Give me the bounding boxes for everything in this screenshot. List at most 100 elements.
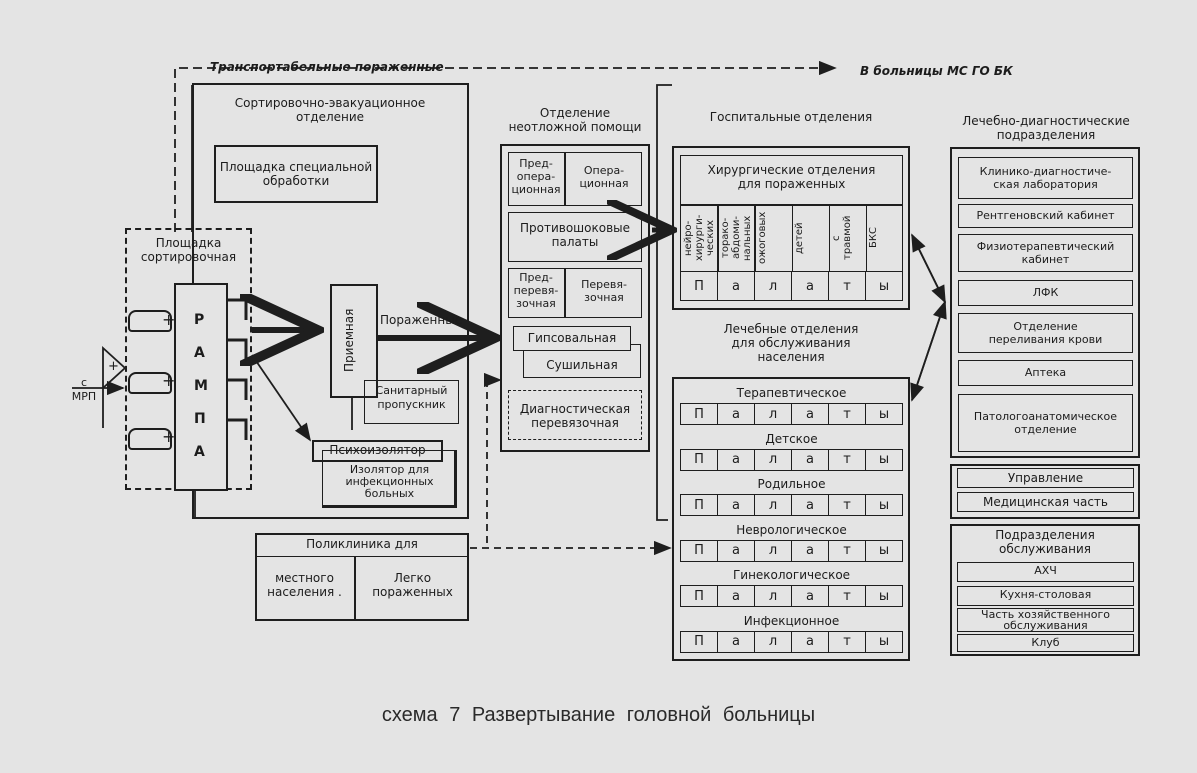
treatment-ward-letter: л: [755, 540, 792, 561]
injured-label: Пораженные: [380, 313, 463, 327]
treatment-dept-name: Детское: [765, 431, 818, 446]
service-item-label: Клуб: [1031, 636, 1060, 649]
dressing-divider: [564, 268, 566, 318]
diag-unit-box: Патологоанатомическое отделение: [958, 394, 1133, 452]
predressing-label: Пред- перевя- зочная: [513, 271, 559, 310]
diag-unit-label: Рентгеновский кабинет: [976, 209, 1115, 222]
admin-block: [950, 464, 1140, 519]
treatment-ward-letter: л: [755, 449, 792, 470]
treatment-ward-letter: т: [829, 586, 866, 606]
plus-icon: +: [162, 427, 176, 446]
treatment-ward-letter: ы: [878, 543, 890, 558]
diag-unit-box: Аптека: [958, 360, 1133, 386]
diagnostic-dressing: [508, 390, 642, 440]
treatment-ward-letter: т: [829, 631, 866, 652]
surgical-ward-letter: П: [681, 272, 718, 300]
treatment-ward-letter: а: [792, 495, 829, 515]
diag-unit-label: ЛФК: [1032, 286, 1059, 299]
hospital-departments: [672, 146, 910, 310]
plaster-room: [513, 326, 631, 351]
treatment-depts-title: Лечебные отделения для обслуживания насе…: [723, 322, 859, 364]
ramp-letter: А: [194, 444, 205, 460]
urgent-care-title: Отделение неотложной помощи: [508, 106, 642, 134]
diag-unit-box: ЛФК: [958, 280, 1133, 306]
hospital-depts-title: Госпитальные отделения: [709, 110, 873, 124]
sorting-evac-title: Сортировочно-эвакуационное отделение: [234, 96, 426, 124]
polyclinic-local: местного населения .: [267, 571, 342, 599]
ramp-letter: Р: [194, 312, 205, 328]
polyclinic-title: Поликлиника для: [306, 537, 418, 551]
treatment-ward-letter: П: [681, 404, 718, 424]
treatment-ward-letter: т: [829, 404, 866, 424]
medical-part-label: Медицинская часть: [983, 495, 1108, 509]
service-item-box: Кухня-столовая: [957, 586, 1134, 606]
service-item-box: Часть хозяйственного обслуживания: [957, 608, 1134, 632]
diagnostic-dressing-label: Диагностическая перевязочная: [519, 402, 631, 430]
medical-part-box: [957, 492, 1134, 512]
service-item-box: Клуб: [957, 634, 1134, 652]
treatment-dept-name: Гинекологическое: [732, 568, 851, 582]
destination-label: В больницы МС ГО БК: [860, 64, 1013, 78]
dressing-block: [508, 268, 642, 318]
mrp-label: с МРП: [71, 376, 97, 403]
service-item-label: Кухня-столовая: [999, 588, 1092, 601]
treatment-ward-letter: а: [718, 631, 755, 652]
operating-divider: [564, 152, 566, 206]
surgical-ward-letter: а: [718, 272, 755, 300]
treatment-ward-letter: а: [792, 449, 829, 470]
treatment-dept-name: Неврологическое: [736, 522, 847, 537]
treatment-ward-letter: П: [681, 631, 718, 652]
dressing-label: Перевя- зочная: [581, 278, 627, 304]
diagram-caption: схема 7 Развертывание головной больницы: [381, 704, 816, 726]
treatment-ward-letter: л: [755, 586, 792, 606]
surgical-ward-letter: а: [792, 272, 829, 300]
surgical-title: Хирургические отделения для пораженных: [707, 163, 876, 191]
surgical-column-divider: [865, 205, 868, 271]
infectious-isolator-label: Изолятор для инфекционных больных: [345, 463, 434, 500]
psycho-isolator: [312, 440, 443, 462]
operating-block: [508, 152, 642, 206]
vehicle-icon: [128, 428, 172, 450]
surgical-column-label: БКС: [868, 227, 880, 249]
surgical-ward-letter: ы: [878, 278, 890, 294]
preop-label: Пред- опера- ционная: [511, 157, 561, 196]
drying-label: Сушильная: [546, 358, 618, 372]
service-item-box: АХЧ: [957, 562, 1134, 582]
treatment-ward-letter: а: [718, 495, 755, 515]
treatment-ward-letter: т: [829, 540, 866, 561]
surgical-ward-letter: т: [829, 272, 866, 300]
treatment-ward-letter: л: [755, 631, 792, 652]
treatment-ward-letter: т: [829, 495, 866, 515]
reception-label: Приемная: [342, 308, 356, 372]
treatment-dept-name: Инфекционное: [743, 613, 840, 628]
diag-unit-box: Клинико-диагностиче- ская лаборатория: [958, 157, 1133, 199]
treatment-ward-letter: а: [792, 404, 829, 424]
management-label: Управление: [1007, 471, 1084, 485]
surgical-column-divider: [717, 205, 719, 271]
treatment-ward-letter: ы: [878, 452, 890, 467]
antishock-wards: [508, 212, 642, 262]
vehicle-icon: [128, 372, 172, 394]
diag-unit-label: Аптека: [1024, 366, 1067, 379]
sanitary-checkpoint: [364, 380, 459, 424]
treatment-ward-letter: П: [681, 495, 718, 515]
treatment-ward-letter: а: [718, 540, 755, 561]
operating-label: Опера- ционная: [579, 164, 629, 190]
diag-unit-label: Патологоанатомическое отделение: [973, 410, 1118, 436]
surgical-column-divider: [754, 205, 756, 271]
special-treatment-area: [214, 145, 378, 203]
treatment-ward-letter: а: [792, 631, 829, 652]
treatment-ward-letter: ы: [878, 634, 890, 649]
treatment-ward-letter: ы: [878, 406, 890, 422]
plus-icon: +: [162, 371, 176, 390]
diagnostic-units: [950, 147, 1140, 458]
service-item-label: Часть хозяйственного обслуживания: [981, 608, 1110, 632]
treatment-ward-letter: л: [755, 404, 792, 424]
treatment-ward-letter: а: [792, 540, 829, 561]
ramp-letter: П: [194, 411, 206, 427]
